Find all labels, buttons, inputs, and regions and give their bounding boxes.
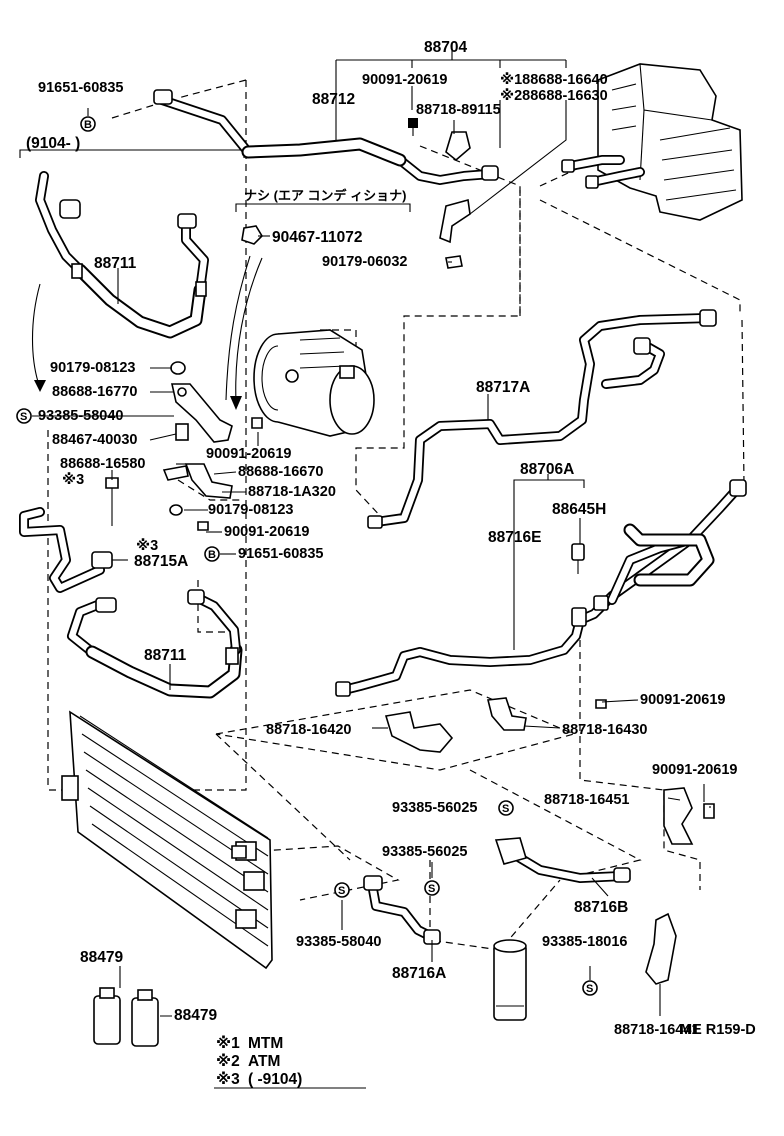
compressor [225, 255, 375, 437]
hose-88711-upper [32, 171, 209, 392]
label-90091-20619-right: 90091-20619 [640, 692, 725, 708]
b-mark: B [208, 549, 216, 561]
s-mark: S [428, 883, 435, 895]
label-90179-08123-b: 90179-08123 [208, 502, 293, 518]
label-93385-56025-a: 93385-56025 [392, 800, 477, 816]
legend-mark-1: ※1 [216, 1034, 240, 1052]
brackets [162, 198, 694, 985]
label-90091-20619-mid2: 90091-20619 [224, 524, 309, 540]
label-90091-20619-right2: 90091-20619 [652, 762, 737, 778]
label-nashi-aircon: ナシ (エア コンデ ィショナ) [244, 188, 407, 203]
pipe-88717A [367, 309, 717, 529]
leader-lines [32, 108, 711, 1017]
pipe-88716A [363, 875, 441, 945]
legend-text-3: ( -9104) [248, 1071, 302, 1088]
legend-text-2: ATM [248, 1053, 280, 1070]
label-88712: 88712 [312, 91, 355, 108]
label-288688-16630: ※288688-16630 [500, 88, 608, 104]
label-88718-1A320: 88718-1A320 [248, 484, 336, 500]
legend-text-1: MTM [248, 1035, 283, 1052]
label-90179-08123-a: 90179-08123 [50, 360, 135, 376]
label-88706A: 88706A [520, 461, 574, 478]
label-88718-16430: 88718-16430 [562, 722, 647, 738]
label-91651-60835-top: 91651-60835 [38, 80, 123, 96]
s-mark: S [586, 983, 593, 995]
label-9104-range: (9104- ) [26, 135, 80, 152]
label-88711-bottom: 88711 [144, 647, 187, 664]
label-93385-56025-b: 93385-56025 [382, 844, 467, 860]
label-90091-20619-mid: 90091-20619 [206, 446, 291, 462]
label-88711-top: 88711 [94, 255, 137, 272]
circle-marks: B S B S S S S [16, 116, 598, 996]
label-star3-b: ※3 [136, 538, 158, 554]
s-mark: S [20, 411, 27, 423]
label-88688-16580: 88688-16580 [60, 456, 145, 472]
condenser [61, 710, 273, 970]
label-88479-a: 88479 [80, 949, 123, 966]
label-88716B: 88716B [574, 899, 628, 916]
diagram-code: ME R159-D [680, 1022, 756, 1038]
label-star3-a: ※3 [62, 472, 84, 488]
s-mark: S [338, 885, 345, 897]
pipe-88716E [335, 479, 747, 697]
s-mark: S [502, 803, 509, 815]
hose-88711-lower [19, 507, 243, 699]
evaporator-unit [561, 63, 743, 221]
label-88716E: 88716E [488, 529, 541, 546]
b-mark: B [84, 119, 92, 131]
label-188688-16640: ※188688-16640 [500, 72, 608, 88]
label-88718-89115: 88718-89115 [416, 102, 501, 118]
label-88645H: 88645H [552, 501, 606, 518]
receiver-dryer [493, 939, 527, 1021]
label-88718-16451: 88718-16451 [544, 792, 629, 808]
fasteners [105, 118, 715, 859]
legend-mark-2: ※2 [216, 1052, 240, 1070]
label-88704: 88704 [424, 39, 467, 56]
pipe-88716B [494, 837, 631, 883]
label-93385-18016: 93385-18016 [542, 934, 627, 950]
label-90467-11072: 90467-11072 [272, 229, 363, 246]
label-88467-40030: 88467-40030 [52, 432, 137, 448]
label-88688-16770: 88688-16770 [52, 384, 137, 400]
label-93385-58040-a: 93385-58040 [38, 408, 123, 424]
label-93385-58040-b: 93385-58040 [296, 934, 381, 950]
label-91651-60835-mid: 91651-60835 [238, 546, 323, 562]
label-88718-16441: 88718-16441 [614, 1022, 699, 1038]
label-88718-16420: 88718-16420 [266, 722, 351, 738]
label-88716A: 88716A [392, 965, 446, 982]
label-90091-20619-top: 90091-20619 [362, 72, 447, 88]
legend-mark-3: ※3 [216, 1070, 240, 1088]
legend: ※1 MTM ※2 ATM ※3 ( -9104) [214, 1034, 366, 1089]
label-88717A: 88717A [476, 379, 530, 396]
label-90179-06032: 90179-06032 [322, 254, 407, 270]
label-88688-16670: 88688-16670 [238, 464, 323, 480]
part-labels: 88704 90091-20619 ※188688-16640 ※288688-… [26, 39, 737, 1038]
label-88479-b: 88479 [174, 1007, 217, 1024]
bracket-88704 [19, 44, 585, 650]
hose-88712 [153, 89, 499, 185]
label-88715A: 88715A [134, 553, 188, 570]
seal-cans-88479 [93, 987, 159, 1047]
